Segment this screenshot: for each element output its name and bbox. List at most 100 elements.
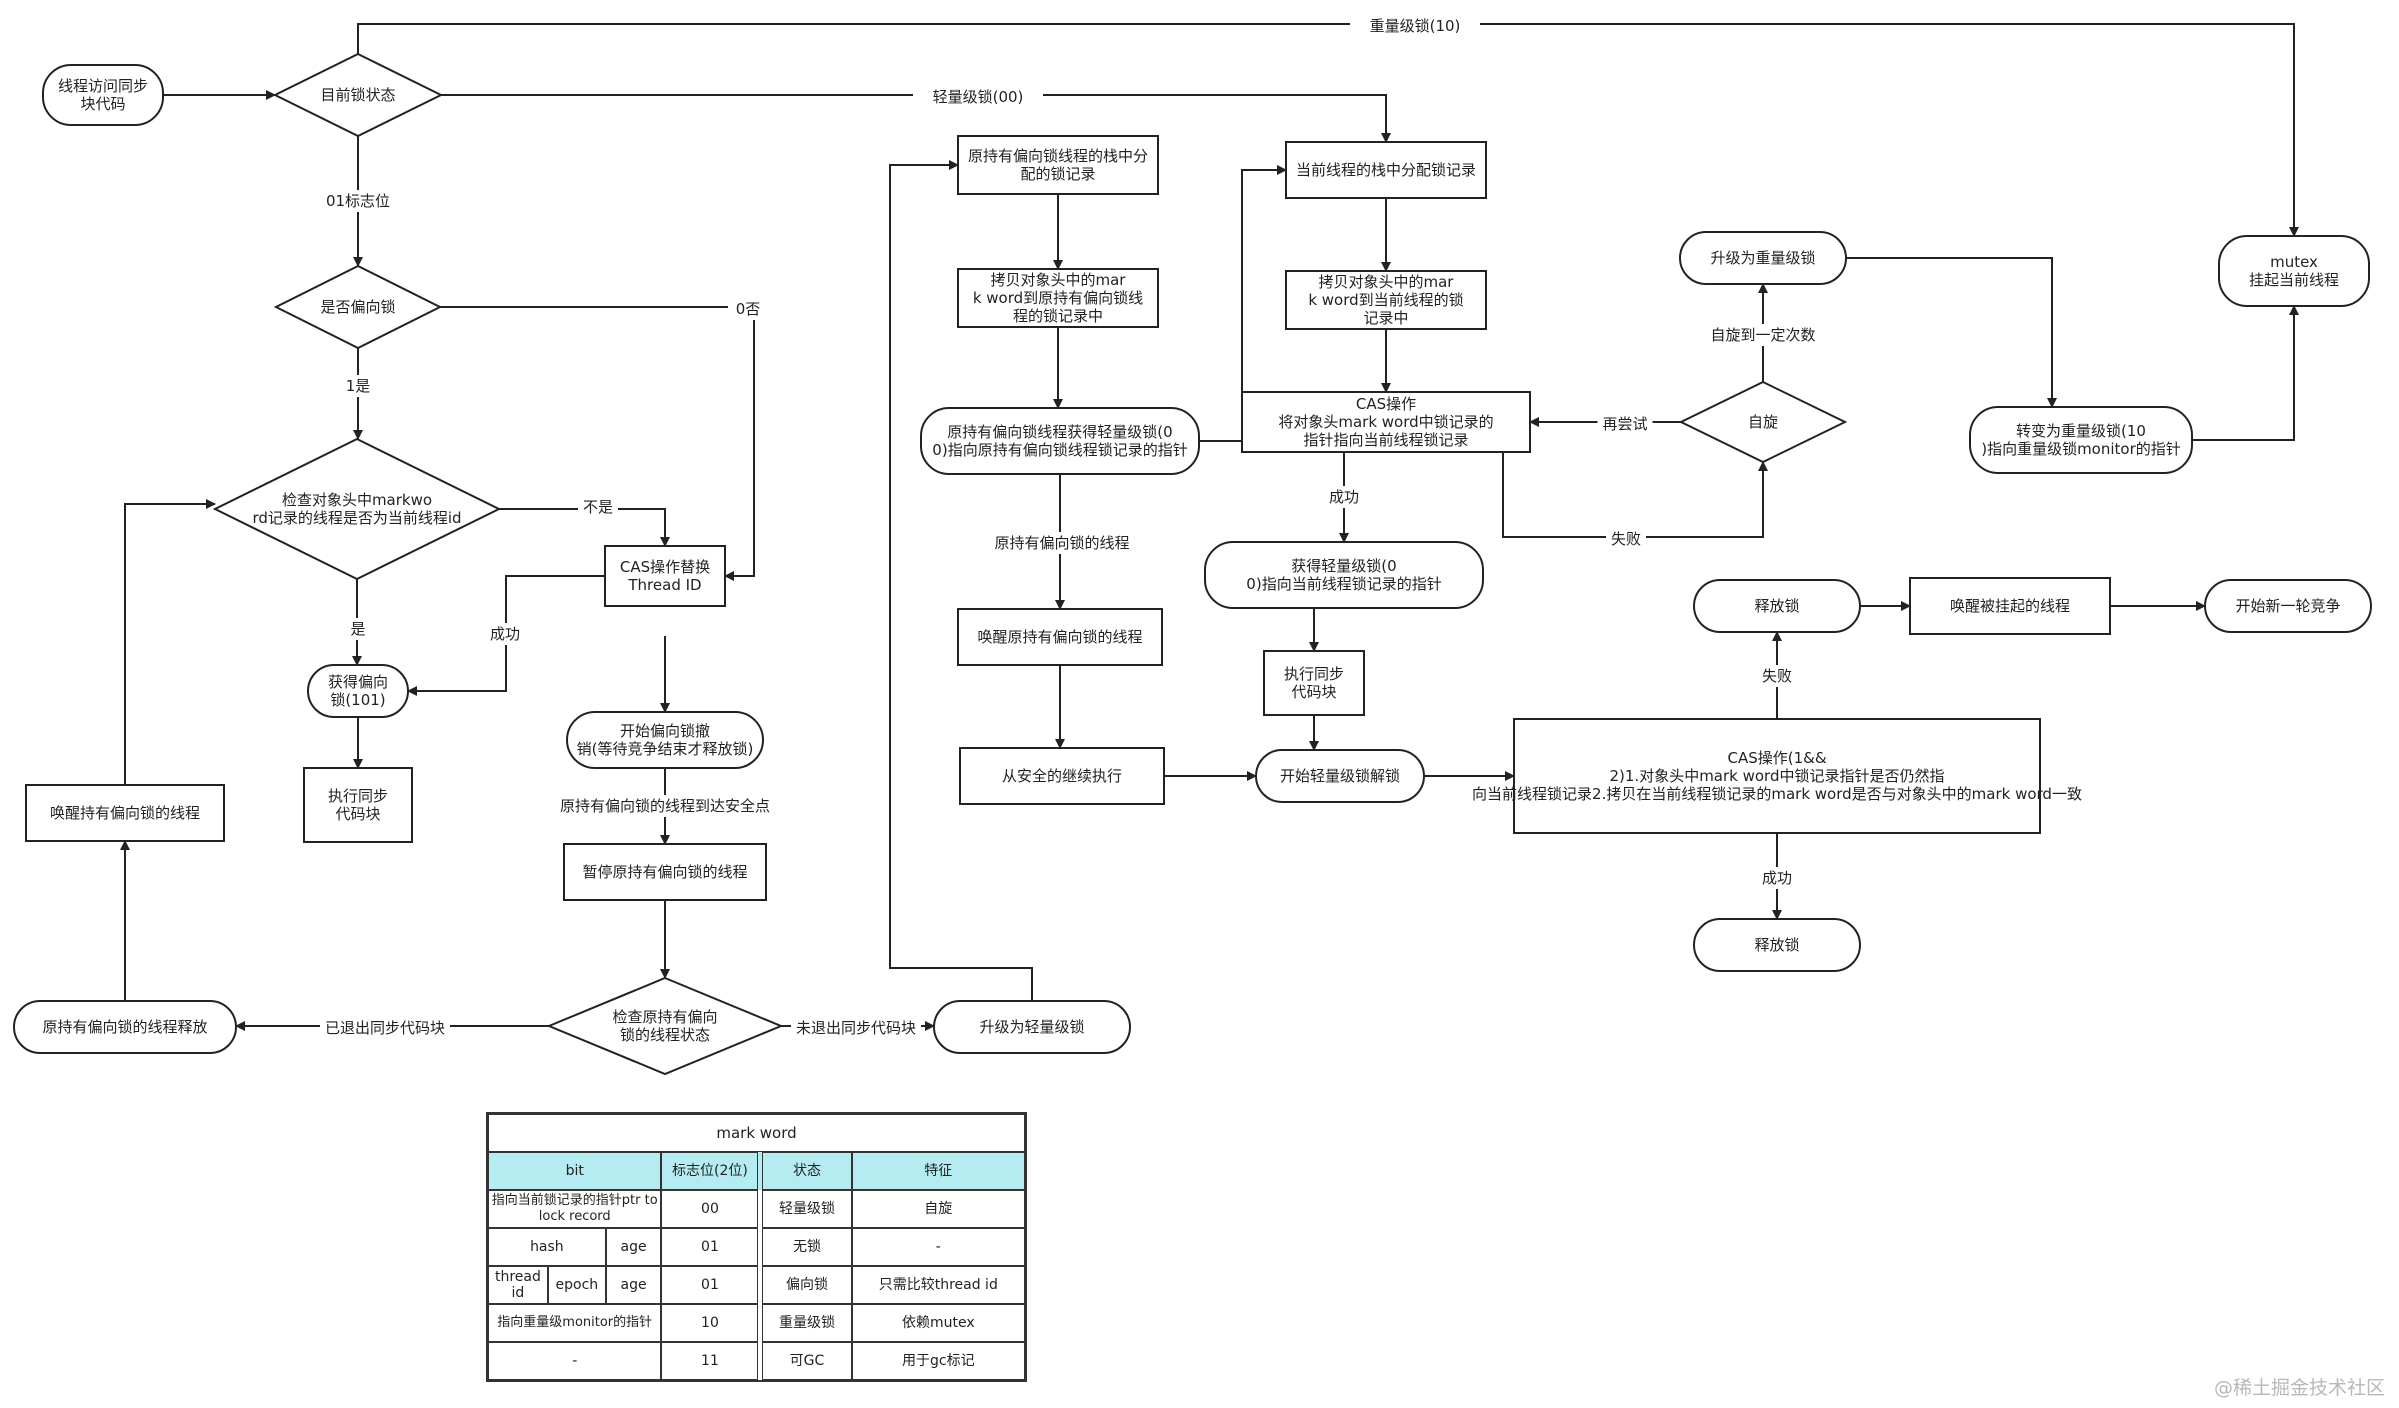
svg-text:是: 是 bbox=[350, 620, 365, 638]
node-start-unlock: 开始轻量级锁解锁 bbox=[1255, 749, 1425, 803]
svg-text:成功: 成功 bbox=[1762, 869, 1792, 887]
node-start: 线程访问同步块代码 bbox=[42, 64, 164, 126]
node-label: 释放锁 bbox=[1754, 597, 1799, 615]
node-label: 目前锁状态 bbox=[320, 86, 395, 104]
node-label: 原持有偏向锁线程的栈中分配的锁记录 bbox=[968, 147, 1148, 183]
node-spin: 自旋 bbox=[1678, 380, 1848, 464]
svg-text:自旋到一定次数: 自旋到一定次数 bbox=[1710, 326, 1815, 344]
table-row: 指向重量级monitor的指针 10 重量级锁 依赖mutex bbox=[488, 1304, 1025, 1342]
edge-arrow bbox=[1200, 165, 1287, 442]
svg-text:0否: 0否 bbox=[736, 300, 761, 318]
cell-bit: - bbox=[488, 1342, 662, 1380]
edge-label-heavy10: 重量级锁(10) bbox=[1350, 15, 1480, 37]
cell-bit-epoch: epoch bbox=[547, 1266, 606, 1304]
header-flag: 标志位(2位) bbox=[661, 1152, 759, 1190]
cell-state: 无锁 bbox=[762, 1228, 852, 1266]
cell-flag: 01 bbox=[661, 1228, 759, 1266]
node-holder-stack-record: 原持有偏向锁线程的栈中分配的锁记录 bbox=[957, 135, 1159, 195]
table-title: mark word bbox=[488, 1114, 1025, 1152]
edge-arrow bbox=[440, 306, 755, 581]
edge-arrow bbox=[499, 508, 670, 547]
edge-label-holder-thread: 原持有偏向锁的线程 bbox=[989, 532, 1135, 554]
header-bit: bit bbox=[488, 1152, 662, 1190]
node-label: 唤醒原持有偏向锁的线程 bbox=[977, 628, 1142, 646]
svg-text:01标志位: 01标志位 bbox=[326, 192, 390, 210]
node-label: 暂停原持有偏向锁的线程 bbox=[582, 863, 747, 881]
table-row: thread id epoch age 01 偏向锁 只需比较thread id bbox=[488, 1266, 1025, 1304]
edge-label-not-is: 不是 bbox=[578, 496, 618, 518]
node-cur-stack-record: 当前线程的栈中分配锁记录 bbox=[1285, 141, 1487, 199]
node-exec-sync-2: 执行同步代码块 bbox=[1263, 650, 1365, 716]
svg-text:失败: 失败 bbox=[1611, 530, 1641, 548]
node-label: 检查原持有偏向锁的线程状态 bbox=[612, 1008, 717, 1044]
svg-text:重量级锁(10): 重量级锁(10) bbox=[1370, 17, 1461, 35]
cell-feature: 用于gc标记 bbox=[851, 1342, 1025, 1380]
cell-flag: 00 bbox=[661, 1190, 759, 1228]
cell-bit-age: age bbox=[605, 1228, 662, 1266]
node-cas-12: CAS操作(1&&2)1.对象头中mark word中锁记录指针是否仍然指向当前… bbox=[1472, 718, 2082, 834]
svg-text:成功: 成功 bbox=[1329, 488, 1359, 506]
edge-arrow bbox=[357, 23, 2299, 237]
node-exec-sync-1: 执行同步代码块 bbox=[303, 767, 413, 843]
node-to-heavy: 转变为重量级锁(10)指向重量级锁monitor的指针 bbox=[1969, 406, 2193, 474]
svg-text:成功: 成功 bbox=[490, 625, 520, 643]
svg-text:轻量级锁(00): 轻量级锁(00) bbox=[933, 88, 1024, 106]
node-label: 自旋 bbox=[1748, 413, 1778, 431]
node-release-lock-1: 释放锁 bbox=[1693, 579, 1861, 633]
svg-text:再尝试: 再尝试 bbox=[1602, 415, 1647, 433]
table-row: - 11 可GC 用于gc标记 bbox=[488, 1342, 1025, 1380]
node-revoke-start: 开始偏向锁撤销(等待竞争结束才释放锁) bbox=[566, 711, 764, 769]
cell-state: 重量级锁 bbox=[762, 1304, 852, 1342]
edge-label-spin-count: 自旋到一定次数 bbox=[1705, 324, 1821, 346]
edge-label-is: 是 bbox=[345, 618, 371, 640]
cell-feature: - bbox=[851, 1228, 1025, 1266]
node-label: 从安全的继续执行 bbox=[1002, 767, 1122, 785]
edge-arrow bbox=[1846, 257, 2057, 408]
edge-label-no0: 0否 bbox=[728, 298, 768, 320]
node-label: CAS操作(1&&2)1.对象头中mark word中锁记录指针是否仍然指向当前… bbox=[1472, 749, 2082, 803]
table-header-row: bit 标志位(2位) 状态 特征 bbox=[488, 1152, 1025, 1190]
node-label: 线程访问同步块代码 bbox=[58, 77, 148, 113]
table-row: 指向当前锁记录的指针ptr to lock record 00 轻量级锁 自旋 bbox=[488, 1190, 1025, 1228]
edge-arrow bbox=[124, 499, 216, 785]
node-release-lock-2: 释放锁 bbox=[1693, 918, 1861, 972]
node-upgrade-heavy: 升级为重量级锁 bbox=[1679, 231, 1847, 285]
svg-text:失败: 失败 bbox=[1762, 667, 1792, 685]
edge-arrow bbox=[2192, 305, 2299, 441]
node-label: 唤醒持有偏向锁的线程 bbox=[50, 804, 200, 822]
node-pause-holder: 暂停原持有偏向锁的线程 bbox=[563, 843, 767, 901]
edge-arrow bbox=[441, 94, 1391, 143]
svg-text:原持有偏向锁的线程: 原持有偏向锁的线程 bbox=[994, 534, 1129, 552]
node-wake-holder: 唤醒持有偏向锁的线程 bbox=[25, 784, 225, 842]
node-label: 转变为重量级锁(10)指向重量级锁monitor的指针 bbox=[1981, 422, 2181, 458]
edge-label-exited-sync: 已退出同步代码块 bbox=[320, 1017, 450, 1039]
cell-bit-age: age bbox=[605, 1266, 662, 1304]
node-label: 开始新一轮竞争 bbox=[2235, 597, 2340, 615]
header-state: 状态 bbox=[762, 1152, 852, 1190]
node-label: 释放锁 bbox=[1754, 936, 1799, 954]
cell-bit: 指向重量级monitor的指针 bbox=[488, 1304, 662, 1342]
node-label: 当前线程的栈中分配锁记录 bbox=[1296, 161, 1476, 179]
cell-flag: 11 bbox=[661, 1342, 759, 1380]
cell-bit: 指向当前锁记录的指针ptr to lock record bbox=[488, 1190, 662, 1228]
cell-feature: 依赖mutex bbox=[851, 1304, 1025, 1342]
svg-text:原持有偏向锁的线程到达安全点: 原持有偏向锁的线程到达安全点 bbox=[560, 797, 770, 815]
node-label: 是否偏向锁 bbox=[320, 298, 395, 316]
node-cas-light: CAS操作将对象头mark word中锁记录的指针指向当前线程锁记录 bbox=[1241, 391, 1531, 453]
table-row: hash age 01 无锁 - bbox=[488, 1228, 1025, 1266]
node-label: 开始偏向锁撤销(等待竞争结束才释放锁) bbox=[577, 722, 754, 758]
cell-state: 偏向锁 bbox=[762, 1266, 852, 1304]
mark-word-table: mark word bit 标志位(2位) 状态 特征 指向当前锁记录的指针pt… bbox=[486, 1112, 1027, 1382]
node-label: 执行同步代码块 bbox=[1284, 665, 1344, 701]
